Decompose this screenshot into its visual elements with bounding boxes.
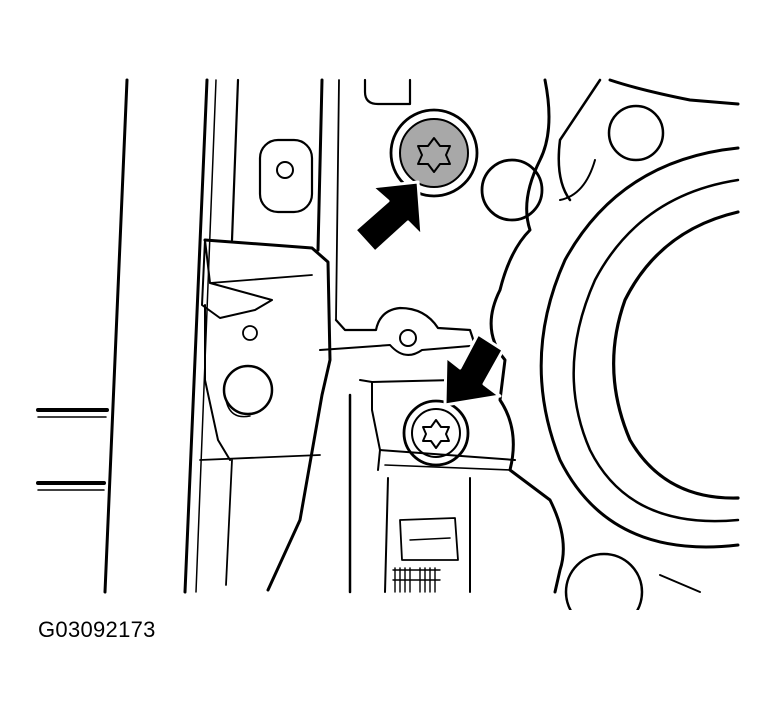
lower-connector bbox=[384, 477, 471, 593]
upper-torx-bolt-icon bbox=[389, 108, 479, 198]
figure-code: G03092173 bbox=[38, 617, 156, 642]
left-rail bbox=[36, 78, 129, 594]
technical-illustration bbox=[36, 78, 740, 610]
arrow-icon-upper bbox=[353, 180, 424, 254]
bracket-body bbox=[183, 78, 340, 594]
lower-torx-bolt-icon bbox=[402, 399, 470, 467]
arrow-icon-lower bbox=[443, 332, 505, 407]
gasket-plate bbox=[480, 78, 740, 610]
